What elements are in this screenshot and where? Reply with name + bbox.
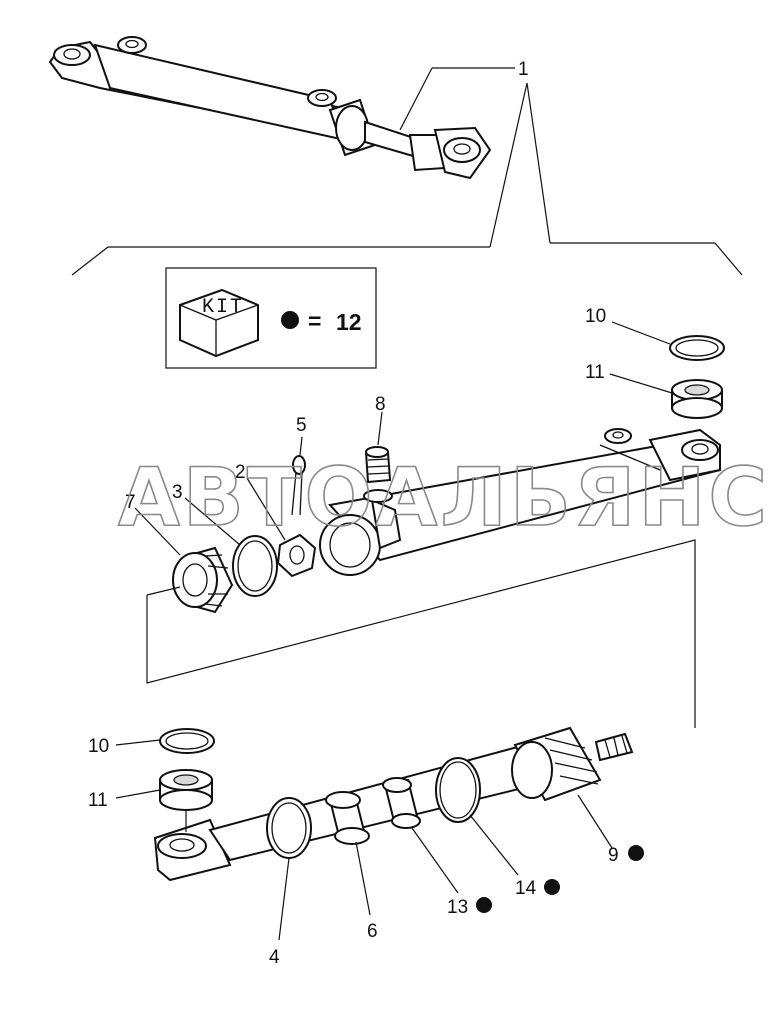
part-11-bushing-lower <box>159 769 213 811</box>
part-10-circlip-upper <box>669 335 725 361</box>
part-13-spacer <box>382 777 421 829</box>
callout-3: 3 <box>172 482 183 503</box>
kit-equals: = <box>308 308 321 334</box>
part-6-bushing <box>325 791 370 845</box>
kit-ref: 12 <box>336 309 362 335</box>
watermark-text: АВТОАЛЬЯНС <box>118 451 770 544</box>
part-5-split-pin <box>291 455 306 516</box>
part-11-bushing-upper <box>671 379 723 419</box>
callout-13-kit-dot <box>476 897 492 913</box>
callout-9-kit-dot <box>628 845 644 861</box>
part-3-circlip <box>232 535 278 597</box>
callout-13: 13 <box>447 897 468 918</box>
part-7-piston <box>172 546 234 614</box>
callout-9: 9 <box>608 845 619 866</box>
callout-10-lower: 10 <box>88 736 109 757</box>
callout-8: 8 <box>375 394 386 415</box>
cylinder-barrel <box>319 428 722 576</box>
part-9-piston-head <box>511 726 634 802</box>
callout-4: 4 <box>269 947 280 968</box>
callout-11-lower: 11 <box>88 790 108 811</box>
callout-6: 6 <box>367 921 378 942</box>
callout-14: 14 <box>515 878 537 899</box>
callout-5: 5 <box>296 415 307 436</box>
part-2-nut <box>276 533 317 578</box>
part-8-plug <box>364 446 392 484</box>
kit-label: KIT <box>202 296 244 319</box>
callout-11-upper: 11 <box>585 362 605 383</box>
part-14-o-ring <box>435 757 481 823</box>
callout-14-kit-dot <box>544 879 560 895</box>
assembled-cylinder <box>48 36 492 180</box>
callout-10-upper: 10 <box>585 306 606 327</box>
callout-1: 1 <box>518 59 529 80</box>
part-4-circlip <box>266 797 312 859</box>
kit-legend: KIT = 12 <box>165 267 377 369</box>
kit-marker-dot <box>281 311 299 329</box>
callout-7: 7 <box>125 492 136 513</box>
part-10-circlip-lower <box>159 728 215 754</box>
callout-2: 2 <box>235 462 246 483</box>
